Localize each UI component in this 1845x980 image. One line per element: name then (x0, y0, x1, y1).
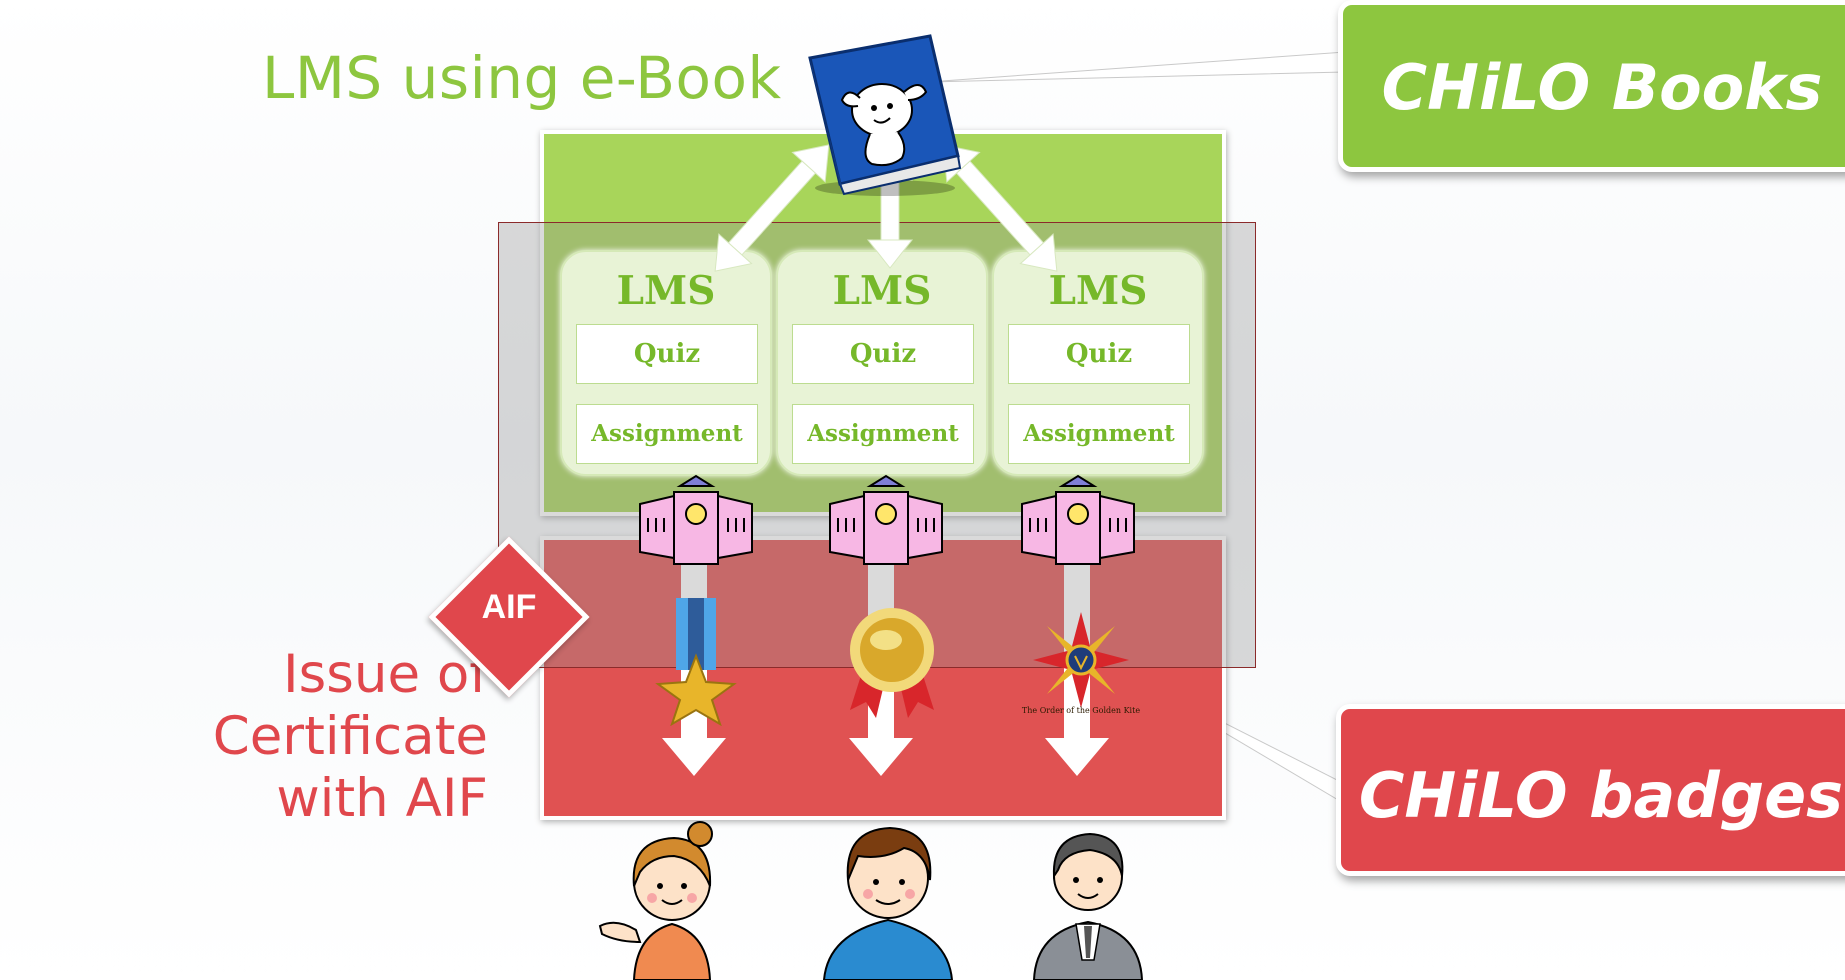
issue-certificate-label: Issue of Certificate with AIF (10, 644, 488, 830)
lms-card: LMS Quiz Assignment (776, 250, 988, 476)
gold-medal-icon (850, 608, 934, 718)
quiz-box: Quiz (792, 324, 974, 384)
businessman-icon (1032, 832, 1144, 980)
chilo-books-callout: CHiLO Books (1338, 0, 1845, 172)
university-building-icon (1021, 474, 1135, 565)
aif-label: AIF (481, 588, 537, 626)
young-man-icon (822, 826, 954, 980)
assignment-box: Assignment (792, 404, 974, 464)
order-badge-icon (1033, 612, 1129, 708)
issue-line-2: with AIF (276, 768, 488, 829)
order-badge-caption: The Order of the Golden Kite (1021, 706, 1141, 715)
lms-ebook-label: LMS using e-Book (262, 44, 782, 112)
university-building-icon (829, 474, 943, 565)
issue-line-1: Issue of Certificate (212, 644, 488, 767)
lms-card: LMS Quiz Assignment (560, 250, 772, 476)
chilo-badges-callout: CHiLO badges (1336, 704, 1845, 876)
quiz-box: Quiz (1008, 324, 1190, 384)
lms-card: LMS Quiz Assignment (992, 250, 1204, 476)
assignment-box: Assignment (576, 404, 758, 464)
quiz-box: Quiz (576, 324, 758, 384)
university-building-icon (639, 474, 753, 565)
woman-icon (598, 821, 713, 980)
lms-title: LMS (616, 268, 716, 314)
assignment-box: Assignment (1008, 404, 1190, 464)
lms-title: LMS (1048, 268, 1148, 314)
chilo-books-text: CHiLO Books (1381, 51, 1823, 124)
lms-title: LMS (832, 268, 932, 314)
chilo-badges-text: CHiLO badges (1358, 759, 1844, 832)
star-medal-icon (655, 598, 737, 726)
ebook-seal-icon (808, 34, 962, 196)
